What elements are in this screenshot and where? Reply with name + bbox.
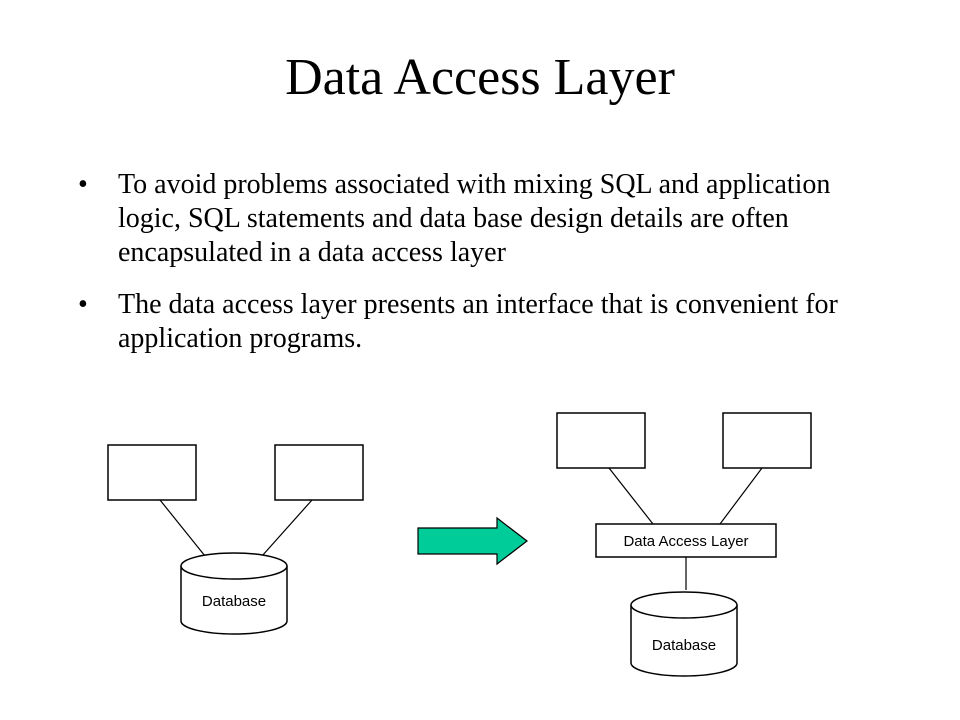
app-box-right (274, 444, 364, 501)
after-diagram: Data Access Layer Database (556, 412, 812, 677)
bullet-item: • To avoid problems associated with mixi… (78, 168, 868, 270)
database-cylinder: Database (180, 552, 288, 635)
bullet-marker: • (78, 289, 88, 320)
app-box-right (722, 412, 812, 469)
database-label: Database (652, 637, 716, 654)
data-access-layer-label: Data Access Layer (623, 533, 748, 550)
bullet-item: • The data access layer presents an inte… (78, 288, 868, 356)
connector-line (719, 467, 763, 525)
bullet-marker: • (78, 169, 88, 200)
connector-line (159, 499, 206, 557)
right-arrow-icon (417, 516, 528, 566)
bullet-list: • To avoid problems associated with mixi… (78, 168, 868, 374)
connector-line (608, 467, 654, 525)
database-label: Database (202, 593, 266, 610)
before-diagram: Database (107, 444, 364, 635)
connector-line (261, 499, 313, 557)
app-box-left (107, 444, 197, 501)
bullet-text: The data access layer presents an interf… (118, 289, 838, 354)
database-cylinder: Database (630, 591, 738, 677)
app-box-left (556, 412, 646, 469)
bullet-text: To avoid problems associated with mixing… (118, 169, 831, 268)
slide-title: Data Access Layer (285, 49, 675, 106)
